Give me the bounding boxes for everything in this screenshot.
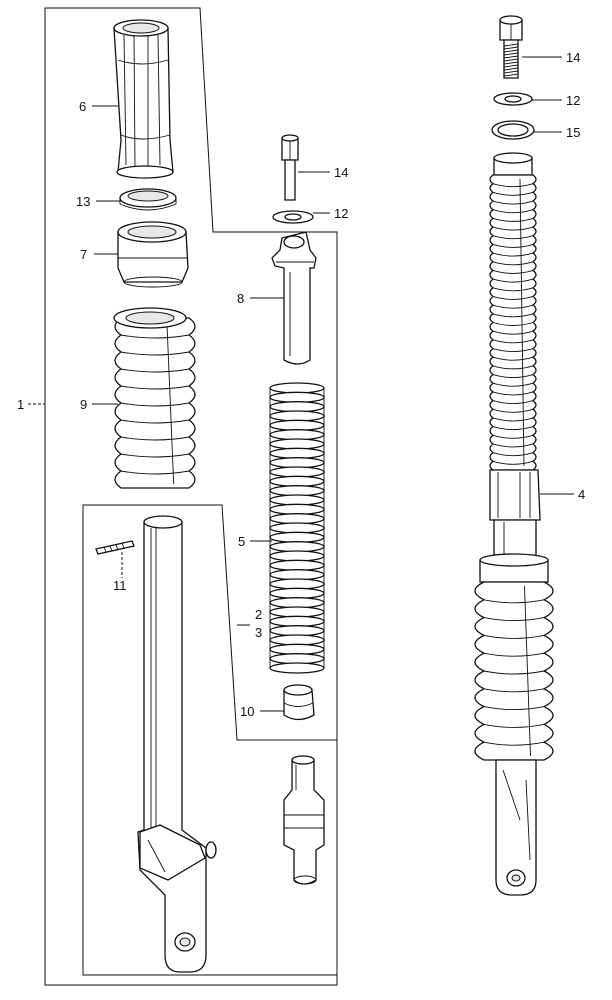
part-4-fork-assembly bbox=[474, 152, 554, 896]
label-8: 8 bbox=[237, 291, 244, 306]
part-10-spring-seat bbox=[283, 684, 315, 721]
assembly-1-outline bbox=[44, 7, 338, 986]
label-4: 4 bbox=[578, 487, 585, 502]
part-9-rubber-boot bbox=[113, 307, 196, 489]
label-12-right: 12 bbox=[566, 93, 580, 108]
label-12-left: 12 bbox=[334, 206, 348, 221]
part-7-seal-holder bbox=[117, 221, 189, 288]
label-5: 5 bbox=[238, 534, 245, 549]
label-2: 2 bbox=[255, 607, 262, 622]
label-9: 9 bbox=[80, 397, 87, 412]
part-15-o-ring bbox=[491, 120, 535, 140]
part-14-bolt-left bbox=[281, 134, 299, 201]
label-7: 7 bbox=[80, 247, 87, 262]
assembly-2-outline bbox=[82, 504, 338, 976]
leader-lines bbox=[28, 56, 574, 712]
label-1: 1 bbox=[17, 397, 24, 412]
part-14-bolt-right bbox=[499, 15, 523, 79]
label-11: 11 bbox=[113, 578, 127, 593]
label-15: 15 bbox=[566, 125, 580, 140]
part-13-dust-seal bbox=[119, 188, 177, 211]
label-3: 3 bbox=[255, 625, 262, 640]
label-6: 6 bbox=[79, 99, 86, 114]
label-14-left: 14 bbox=[334, 165, 348, 180]
damper-rod-bottom bbox=[283, 755, 325, 885]
part-2-fork-slider bbox=[137, 515, 217, 973]
part-6-fork-cover bbox=[113, 19, 174, 179]
label-13: 13 bbox=[76, 194, 90, 209]
label-10: 10 bbox=[240, 704, 254, 719]
part-labels: 1 9 6 13 7 8 5 11 2 3 10 14 12 14 12 15 … bbox=[17, 50, 585, 719]
part-5-fork-spring bbox=[269, 382, 325, 674]
part-11-pin bbox=[95, 540, 135, 578]
part-12-washer-right bbox=[493, 92, 533, 106]
part-12-washer-left bbox=[272, 210, 314, 224]
part-8-damper-piston bbox=[271, 231, 317, 365]
label-14-right: 14 bbox=[566, 50, 580, 65]
